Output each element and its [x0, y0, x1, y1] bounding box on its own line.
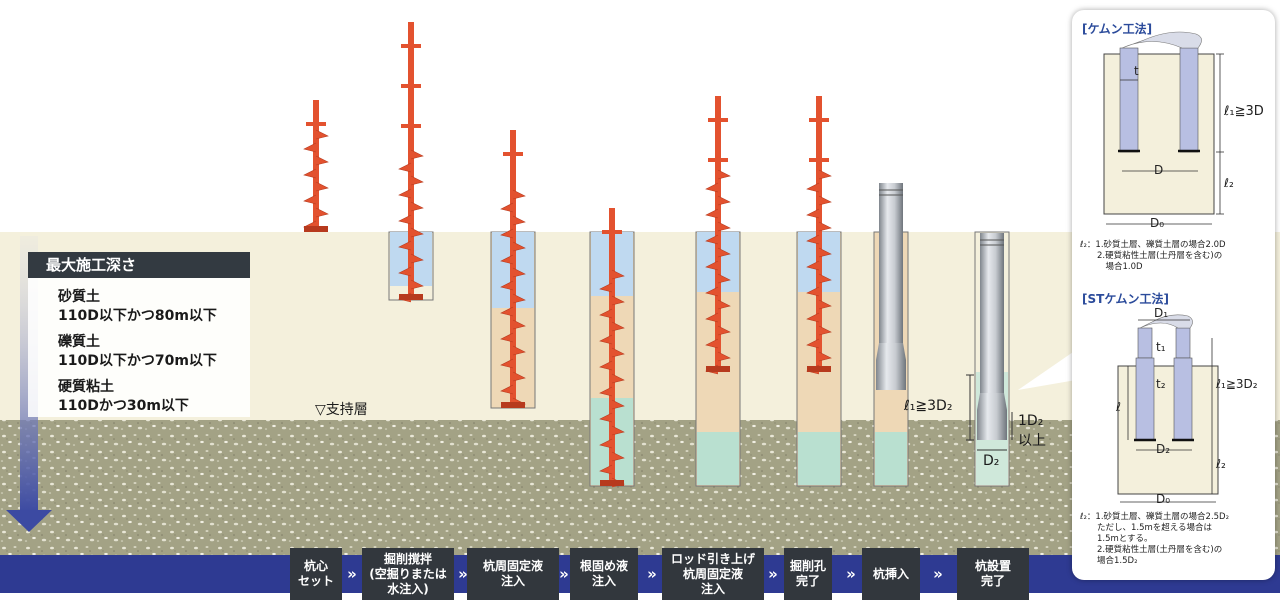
step-install-complete: 杭設置 完了: [957, 548, 1029, 600]
note-st-2: ただし、1.5mを超える場合は: [1080, 523, 1213, 533]
pile-lower-6: [876, 360, 906, 390]
chevron-icon: »: [846, 565, 856, 583]
auger-bit: [501, 402, 525, 408]
dim-t: t: [1134, 64, 1139, 78]
depth-arrow-head: [6, 510, 52, 532]
auger-bit: [399, 294, 423, 300]
auger-coupling: [401, 44, 421, 48]
chevron-icon: »: [647, 565, 657, 583]
note-kemun-3: 場合1.0D: [1080, 262, 1143, 272]
note-st-3: 1.5mとする。: [1080, 534, 1153, 544]
auger-coupling: [708, 118, 728, 122]
step-root-liquid: 根固め液 注入: [570, 548, 638, 600]
soil-sand: 砂質土: [58, 289, 100, 305]
pile-lower-7: [977, 410, 1007, 440]
embed-length-label: ℓ₁≧3D₂: [904, 398, 953, 414]
bearing-layer-label: ▽支持層: [315, 402, 368, 418]
cement-fill-6: [875, 432, 907, 485]
auger-coupling: [503, 152, 523, 156]
note-kemun-2: 2.硬質粘性土層(土丹層を含む)の: [1080, 251, 1223, 261]
auger-bit: [706, 366, 730, 372]
step-fixing-liquid: 杭周固定液 注入: [467, 548, 559, 600]
bearing-layer: [0, 420, 1280, 560]
callout-pointer: [1018, 350, 1076, 390]
note-st-1: ℓ₂：1.砂質土層、礫質土層の場合2.5D₂: [1080, 512, 1230, 522]
max-depth-title: 最大施工深さ: [28, 252, 250, 278]
soil-clay: 硬質粘土: [58, 379, 114, 395]
chevron-icon: »: [559, 565, 569, 583]
dim-D: D: [1154, 163, 1164, 177]
note-kemun-1: ℓ₂：1.砂質土層、礫質土層の場合2.0D: [1080, 240, 1226, 250]
dim-l2: ℓ₂: [1224, 176, 1234, 190]
dim-D2: D₂: [1156, 442, 1171, 456]
dim-D1: D₁: [1154, 306, 1169, 320]
auger-coupling: [809, 158, 829, 162]
auger-rods: [303, 22, 832, 488]
cement-fill-4: [697, 432, 739, 485]
chevron-icon: »: [933, 565, 943, 583]
detail-panel: [ケムン工法] t ℓ₁≧3D D ℓ₂ D₀ ℓ₂：1.砂質土層、礫質土層の場…: [1072, 10, 1275, 580]
pile-upper-7: [980, 233, 1004, 393]
auger-coupling: [602, 230, 622, 234]
dim-D0-st: D₀: [1156, 492, 1171, 506]
extension-label: 1D₂: [1018, 413, 1044, 429]
auger-coupling: [708, 158, 728, 162]
auger-rod: [408, 22, 414, 300]
step-pile-centering: 杭心 セット: [290, 548, 342, 600]
limit-sand: 110D以下かつ80m以下: [58, 308, 217, 324]
limit-gravel: 110D以下かつ70m以下: [58, 353, 217, 369]
pile-taper-6: [876, 343, 906, 360]
detail-drawings: [1103, 31, 1224, 503]
step-drilling: 掘削撹拌 (空掘りまたは 水注入): [362, 548, 454, 600]
auger-coupling: [306, 122, 326, 126]
cement-fill-5: [798, 432, 840, 485]
auger-rod: [715, 96, 721, 372]
auger-bit: [304, 226, 328, 232]
auger-rod: [816, 96, 822, 372]
auger-coupling: [401, 124, 421, 128]
dim-l: ℓ: [1116, 400, 1121, 414]
auger-flight: [806, 169, 832, 375]
auger-rod: [313, 100, 319, 232]
dim-l2-st: ℓ₂: [1216, 457, 1226, 471]
dim-l1: ℓ₁≧3D: [1224, 104, 1264, 119]
step-bore-complete: 掘削孔 完了: [784, 548, 832, 600]
note-st-4: 2.硬質粘性土層(土丹層を含む)の: [1080, 545, 1223, 555]
panel-title-st-kemun: [STケムン工法]: [1082, 292, 1169, 306]
step-rod-lift: ロッド引き上げ 杭周固定液 注入: [662, 548, 764, 600]
limit-clay: 110Dかつ30m以下: [58, 398, 189, 414]
auger-flight: [599, 269, 625, 488]
step-pile-insertion: 杭挿入: [862, 548, 920, 600]
auger-rod: [609, 208, 615, 486]
extension-suffix: 以上: [1018, 433, 1046, 449]
auger-flight: [303, 129, 329, 231]
auger-coupling: [809, 118, 829, 122]
process-band: [0, 555, 1280, 593]
dim-D0: D₀: [1150, 216, 1165, 230]
pile-taper-7: [977, 393, 1007, 410]
auger-bit: [807, 366, 831, 372]
pile-upper-6: [879, 183, 903, 343]
auger-flight: [705, 169, 731, 375]
auger-coupling: [401, 84, 421, 88]
auger-bit: [600, 480, 624, 486]
panel-title-kemun: [ケムン工法]: [1082, 22, 1153, 36]
note-st-5: 場合1.5D₂: [1080, 556, 1138, 566]
dim-t1: t₁: [1156, 340, 1166, 354]
chevron-icon: »: [768, 565, 778, 583]
auger-flight: [398, 149, 424, 303]
chevron-icon: »: [458, 565, 468, 583]
dim-l1-st: ℓ₁≧3D₂: [1216, 377, 1258, 391]
soil-gravel: 礫質土: [58, 334, 100, 350]
dim-t2: t₂: [1156, 377, 1166, 391]
auger-flight: [500, 189, 526, 408]
chevron-icon: »: [347, 565, 357, 583]
diameter-label: D₂: [983, 453, 1000, 469]
max-depth-box: [28, 252, 250, 417]
